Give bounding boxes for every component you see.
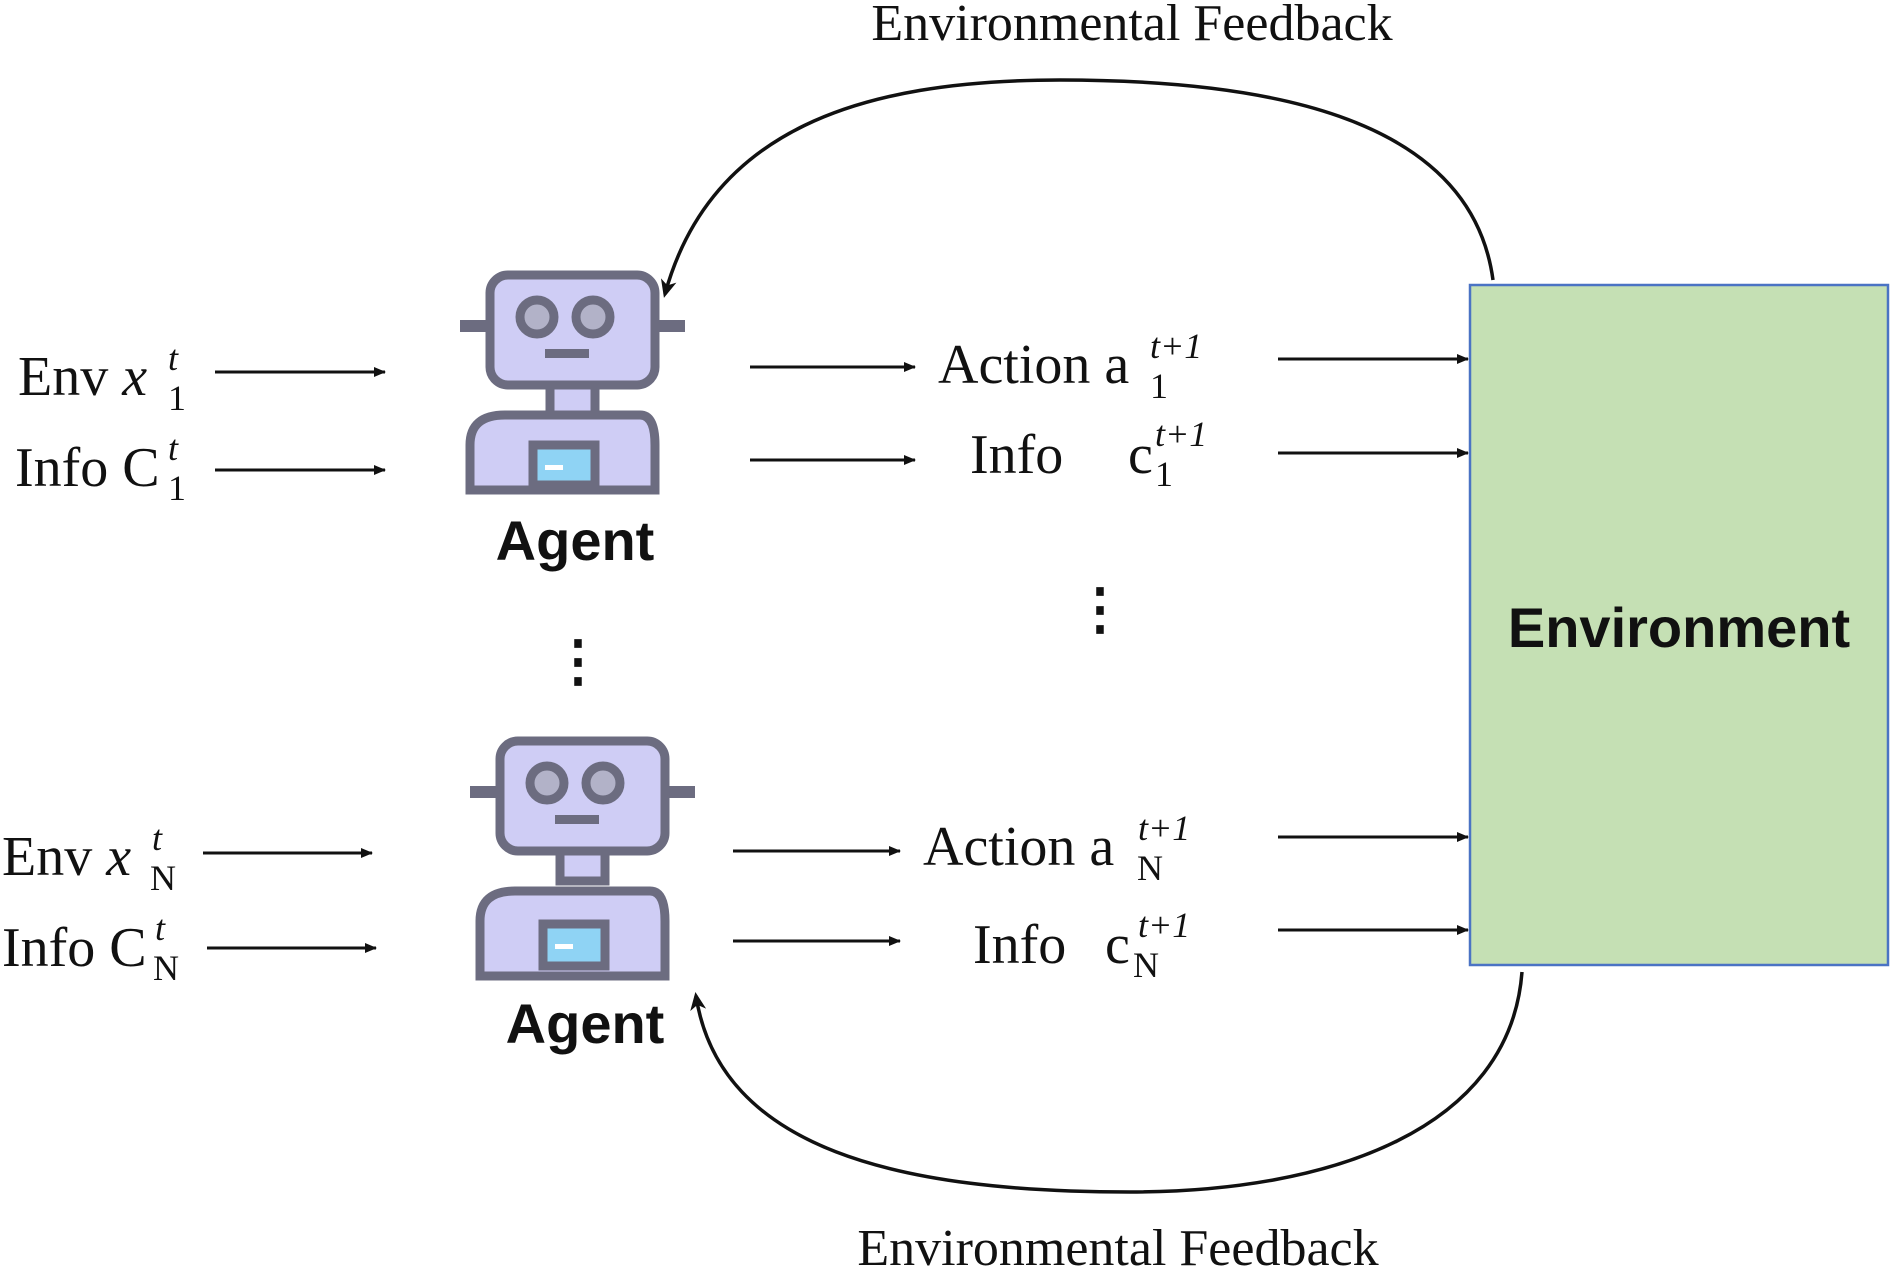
info-input-1: Info C xyxy=(15,437,160,499)
env-input-1-sup: t xyxy=(168,338,179,378)
action-output-1-sub: 1 xyxy=(1150,366,1168,406)
action-output-n-sup: t+1 xyxy=(1138,808,1190,848)
env-input-n-sup: t xyxy=(152,818,163,858)
env-input-n-sub: N xyxy=(150,858,176,898)
info-output-1-sub: 1 xyxy=(1155,454,1173,494)
info-output-n: Info xyxy=(973,914,1066,976)
info-input-1-sub: 1 xyxy=(168,468,186,508)
outputs-ellipsis: ⋮ xyxy=(1072,579,1128,641)
info-output-1-var: c xyxy=(1128,424,1153,486)
agent-n-label: Agent xyxy=(506,992,665,1055)
agents-ellipsis: ⋮ xyxy=(550,631,606,693)
info-input-1-sup: t xyxy=(168,428,179,468)
env-input-1: Env x xyxy=(18,346,147,408)
info-output-1: Info xyxy=(970,424,1063,486)
env-input-n: Env x xyxy=(2,826,131,888)
agent-1-label: Agent xyxy=(496,509,655,572)
action-output-n-sub: N xyxy=(1137,848,1163,888)
info-output-n-sub: N xyxy=(1133,945,1159,985)
info-output-n-var: c xyxy=(1105,914,1130,976)
environment-label: Environment xyxy=(1508,596,1850,659)
feedback-label-bottom: Environmental Feedback xyxy=(857,1220,1378,1272)
info-input-n-sub: N xyxy=(153,948,179,988)
robot-icon xyxy=(460,270,685,495)
action-output-1: Action a xyxy=(938,334,1129,396)
env-input-1-sub: 1 xyxy=(168,378,186,418)
feedback-arrow-top xyxy=(661,78,1495,298)
info-input-n: Info C xyxy=(2,917,147,979)
info-output-1-sup: t+1 xyxy=(1155,414,1207,454)
robot-icon xyxy=(470,736,695,981)
feedback-arrow-bottom xyxy=(690,971,1524,1194)
info-output-n-sup: t+1 xyxy=(1138,905,1190,945)
action-output-1-sup: t+1 xyxy=(1150,326,1202,366)
info-input-n-sup: t xyxy=(155,908,166,948)
feedback-label-top: Environmental Feedback xyxy=(871,0,1392,52)
action-output-n: Action a xyxy=(923,816,1114,878)
environment-box xyxy=(1468,283,1890,967)
